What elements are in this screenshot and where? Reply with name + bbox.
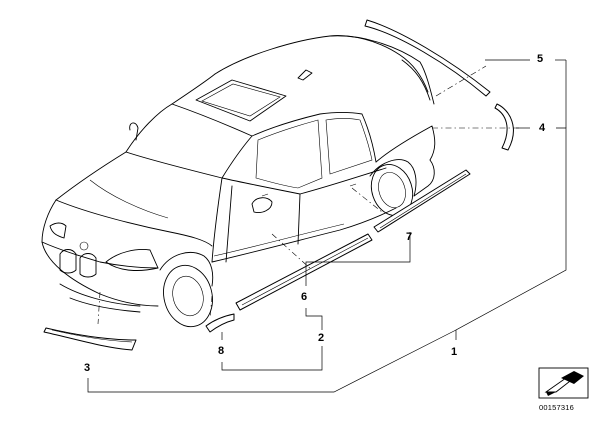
rear-window-trim [364,19,491,97]
document-number: 00157316 [539,403,574,412]
callout-5: 5 [537,53,544,65]
rear-bumper-trim [494,103,514,151]
car-outline-icon [41,35,436,328]
callout-4: 4 [539,122,546,134]
arrow-stamp-icon [538,367,589,399]
callout-6: 6 [301,291,308,303]
callout-1: 1 [451,346,458,358]
callout-3: 3 [84,362,91,374]
fender-trim [205,313,235,333]
callout-7: 7 [406,231,413,243]
callout-8: 8 [218,345,225,357]
callout-2: 2 [318,332,325,344]
